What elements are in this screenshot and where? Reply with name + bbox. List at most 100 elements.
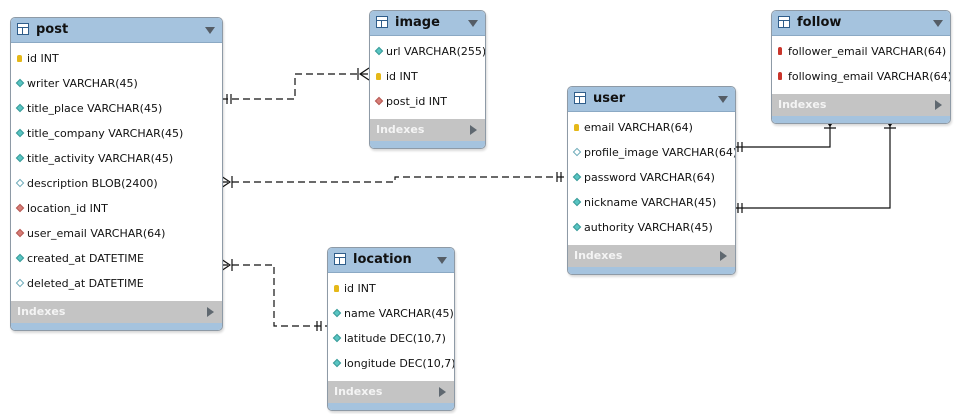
column-label: description BLOB(2400) [27, 177, 158, 190]
table-icon [334, 253, 346, 265]
column-icon [15, 128, 25, 138]
column-list: id INT name VARCHAR(45) latitude DEC(10,7)… [328, 273, 454, 381]
column-row[interactable]: id INT [328, 278, 454, 303]
table-footer [328, 403, 454, 410]
column-row[interactable]: writer VARCHAR(45) [11, 73, 222, 98]
column-row[interactable]: email VARCHAR(64) [568, 117, 735, 142]
column-row[interactable]: id INT [11, 48, 222, 73]
column-row[interactable]: title_company VARCHAR(45) [11, 123, 222, 148]
indexes-section[interactable]: Indexes [370, 119, 485, 141]
relationship-user-follow-following[interactable] [734, 117, 891, 209]
column-row[interactable]: user_email VARCHAR(64) [11, 223, 222, 248]
table-location[interactable]: location id INT name VARCHAR(45) latitude D… [327, 247, 455, 411]
column-row[interactable]: url VARCHAR(255) [370, 41, 485, 66]
indexes-section[interactable]: Indexes [11, 301, 222, 323]
column-label: id INT [344, 282, 376, 295]
table-title: user [593, 91, 626, 106]
primary-key-icon [574, 124, 579, 131]
table-header[interactable]: user [568, 87, 735, 112]
column-row[interactable]: title_place VARCHAR(45) [11, 98, 222, 123]
chevron-down-icon[interactable] [437, 257, 447, 264]
column-row[interactable]: deleted_at DATETIME [11, 273, 222, 298]
indexes-label: Indexes [574, 249, 623, 262]
table-title: image [395, 15, 440, 30]
column-row[interactable]: longitude DEC(10,7) [328, 353, 454, 378]
table-header[interactable]: follow [772, 11, 950, 36]
column-label: latitude DEC(10,7) [344, 332, 446, 345]
table-header[interactable]: image [370, 11, 485, 36]
nullable-column-icon [572, 147, 582, 157]
column-label: title_company VARCHAR(45) [27, 127, 184, 140]
table-title: location [353, 252, 412, 267]
table-icon [574, 92, 586, 104]
indexes-section[interactable]: Indexes [568, 245, 735, 267]
indexes-section[interactable]: Indexes [328, 381, 454, 403]
column-icon [374, 46, 384, 56]
chevron-down-icon[interactable] [718, 96, 728, 103]
one-cardinality-mark [226, 94, 232, 104]
column-label: url VARCHAR(255) [386, 45, 486, 58]
column-label: title_place VARCHAR(45) [27, 102, 163, 115]
chevron-down-icon[interactable] [468, 20, 478, 27]
column-row[interactable]: id INT [370, 66, 485, 91]
column-label: follower_email VARCHAR(64) [788, 45, 947, 58]
primary-foreign-key-icon [778, 72, 782, 80]
column-row[interactable]: description BLOB(2400) [11, 173, 222, 198]
column-row[interactable]: profile_image VARCHAR(64) [568, 142, 735, 167]
column-row[interactable]: following_email VARCHAR(64) [772, 66, 950, 91]
relationship-location-post[interactable] [221, 264, 327, 327]
many-cardinality-mark [357, 67, 370, 81]
column-row[interactable]: title_activity VARCHAR(45) [11, 148, 222, 173]
column-row[interactable]: follower_email VARCHAR(64) [772, 41, 950, 66]
one-cardinality-mark [556, 172, 562, 182]
column-row[interactable]: post_id INT [370, 91, 485, 116]
indexes-label: Indexes [376, 123, 425, 136]
chevron-right-icon[interactable] [439, 387, 446, 397]
primary-key-icon [334, 285, 339, 292]
column-label: authority VARCHAR(45) [584, 221, 713, 234]
chevron-right-icon[interactable] [470, 125, 477, 135]
one-cardinality-mark [316, 321, 322, 331]
relationship-user-post[interactable] [221, 176, 567, 183]
column-icon [332, 333, 342, 343]
column-label: profile_image VARCHAR(64) [584, 146, 736, 159]
column-row[interactable]: name VARCHAR(45) [328, 303, 454, 328]
primary-key-icon [376, 73, 381, 80]
chevron-right-icon[interactable] [207, 307, 214, 317]
column-label: user_email VARCHAR(64) [27, 227, 166, 240]
relationship-post-image[interactable] [221, 73, 369, 100]
column-row[interactable]: created_at DATETIME [11, 248, 222, 273]
primary-foreign-key-icon [778, 47, 782, 55]
table-user[interactable]: user email VARCHAR(64) profile_image VARCH… [567, 86, 736, 275]
column-label: created_at DATETIME [27, 252, 144, 265]
column-row[interactable]: location_id INT [11, 198, 222, 223]
column-row[interactable]: authority VARCHAR(45) [568, 217, 735, 242]
column-row[interactable]: nickname VARCHAR(45) [568, 192, 735, 217]
chevron-right-icon[interactable] [935, 100, 942, 110]
column-list: follower_email VARCHAR(64) following_emai… [772, 36, 950, 94]
table-title: post [36, 22, 69, 37]
chevron-down-icon[interactable] [205, 27, 215, 34]
column-label: location_id INT [27, 202, 108, 215]
column-icon [15, 153, 25, 163]
indexes-label: Indexes [334, 385, 383, 398]
table-header[interactable]: post [11, 18, 222, 43]
table-follow[interactable]: follow follower_email VARCHAR(64) followin… [771, 10, 951, 124]
table-footer [370, 141, 485, 148]
column-row[interactable]: latitude DEC(10,7) [328, 328, 454, 353]
column-icon [15, 78, 25, 88]
column-label: longitude DEC(10,7) [344, 357, 455, 370]
chevron-down-icon[interactable] [933, 20, 943, 27]
column-row[interactable]: password VARCHAR(64) [568, 167, 735, 192]
column-icon [15, 253, 25, 263]
table-header[interactable]: location [328, 248, 454, 273]
column-icon [332, 358, 342, 368]
indexes-section[interactable]: Indexes [772, 94, 950, 116]
foreign-key-column-icon [374, 96, 384, 106]
chevron-right-icon[interactable] [720, 251, 727, 261]
table-title: follow [797, 15, 842, 30]
